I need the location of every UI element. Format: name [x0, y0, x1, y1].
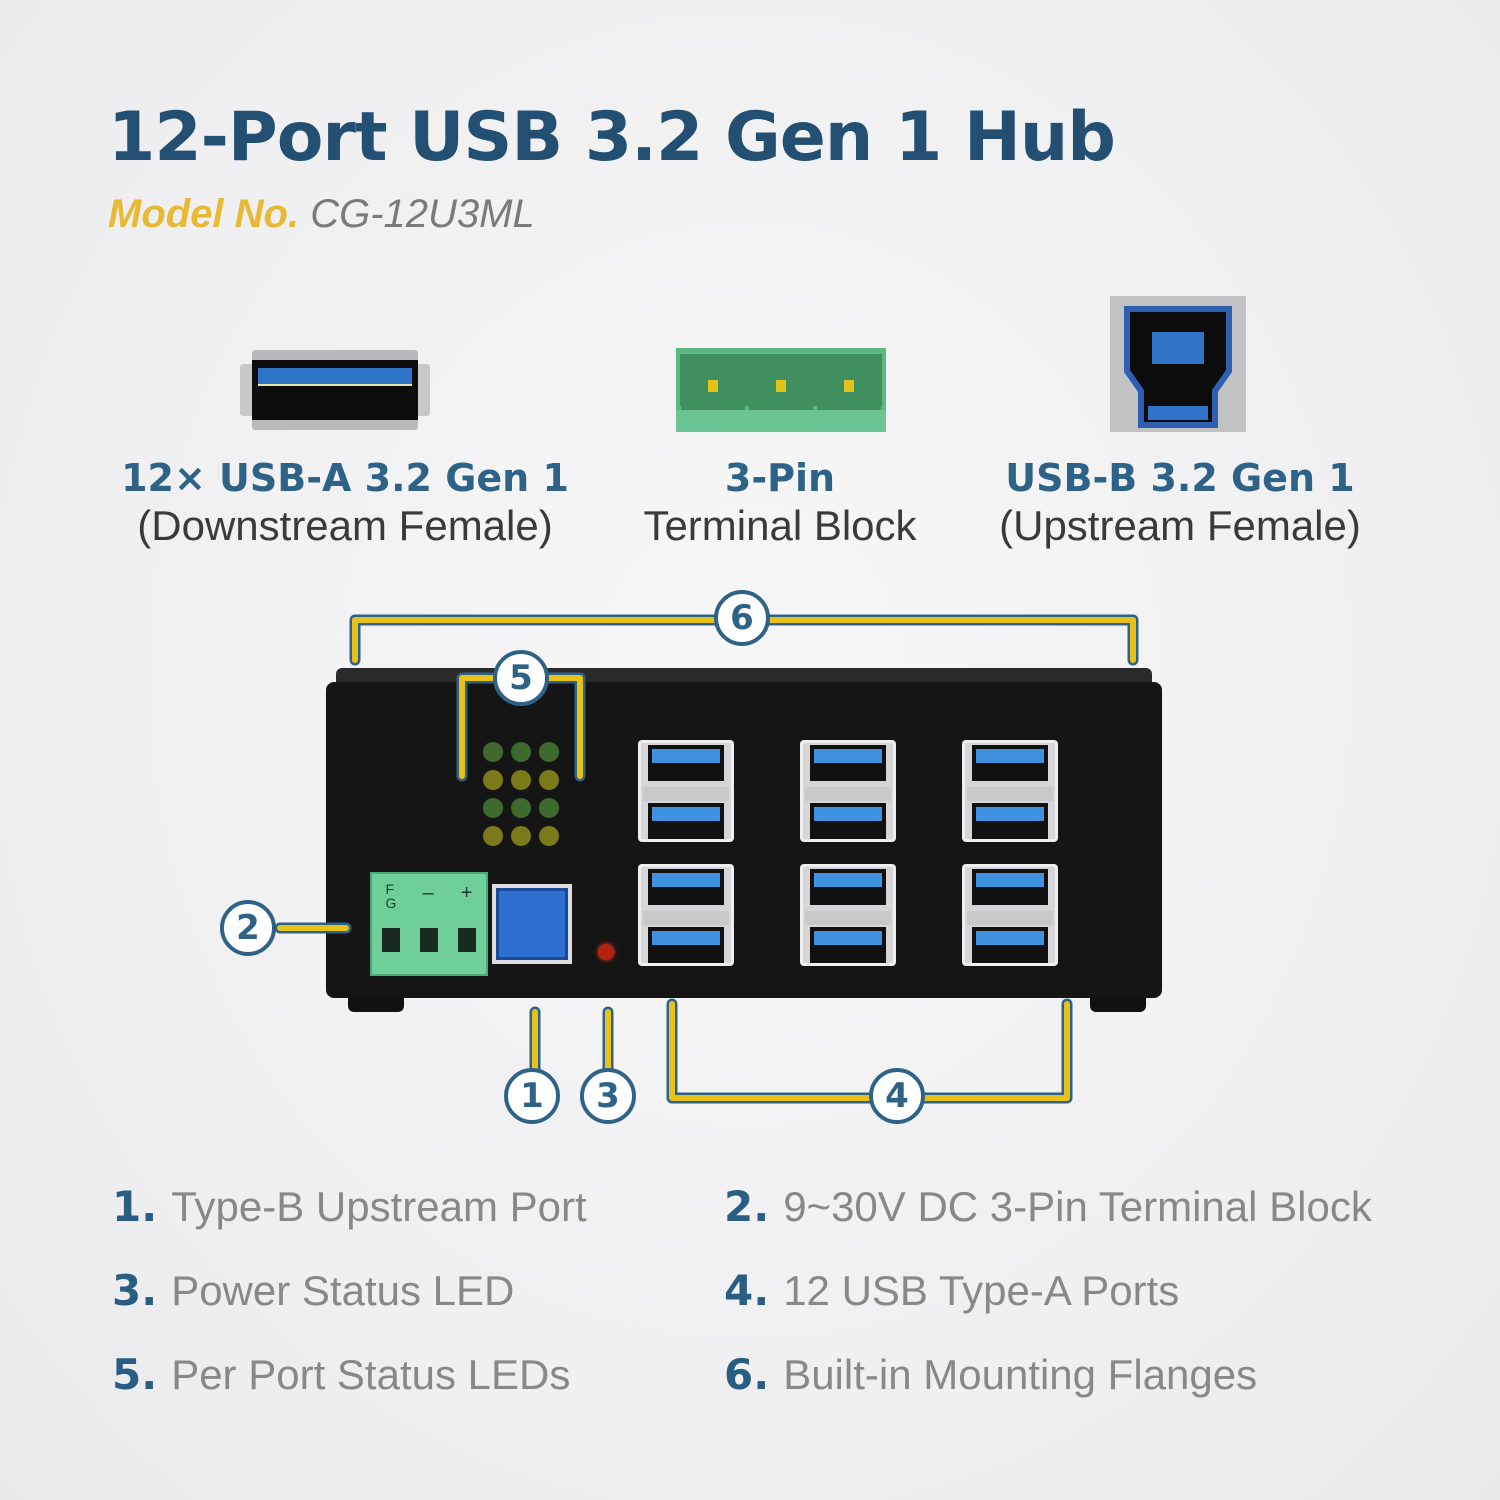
usb-a-port-pair[interactable]: [638, 740, 734, 842]
legend-text: Per Port Status LEDs: [171, 1351, 571, 1398]
terminal-label-plus: +: [460, 882, 473, 904]
usb-a-port-pair[interactable]: [800, 740, 896, 842]
legend-item-1: 1. Type-B Upstream Port: [112, 1182, 587, 1231]
usb-a-port-icon: [240, 350, 430, 430]
legend-number: 4.: [724, 1266, 770, 1315]
terminal-block: FG – +: [370, 872, 488, 976]
callout-5: 5: [493, 650, 549, 706]
terminal-block-icon: [676, 348, 886, 432]
connector-heading: 12× USB-A 3.2 Gen 1: [121, 456, 569, 500]
legend-number: 1.: [112, 1182, 158, 1231]
legend-text: 9~30V DC 3-Pin Terminal Block: [783, 1183, 1372, 1230]
connector-subtitle: Terminal Block: [643, 502, 917, 549]
usb-b-port-icon: [1110, 296, 1246, 432]
power-status-led: [598, 944, 614, 960]
usb-hub-device: FG – +: [326, 668, 1162, 1013]
legend-number: 2.: [724, 1182, 770, 1231]
connector-heading: USB-B 3.2 Gen 1: [1005, 456, 1355, 500]
legend-item-5: 5. Per Port Status LEDs: [112, 1350, 570, 1399]
legend-text: 12 USB Type-A Ports: [783, 1267, 1180, 1314]
model-number: Model No. CG-12U3ML: [108, 192, 535, 237]
legend-number: 5.: [112, 1350, 158, 1399]
page-title: 12-Port USB 3.2 Gen 1 Hub: [108, 98, 1116, 177]
legend-item-4: 4. 12 USB Type-A Ports: [724, 1266, 1179, 1315]
connector-terminal: 3-Pin Terminal Block: [610, 455, 950, 551]
usb-a-port-pair[interactable]: [638, 864, 734, 966]
callout-3: 3: [580, 1068, 636, 1124]
callout-4: 4: [869, 1068, 925, 1124]
connector-subtitle: (Upstream Female): [999, 502, 1361, 549]
legend-text: Built-in Mounting Flanges: [783, 1351, 1258, 1398]
callout-1: 1: [504, 1068, 560, 1124]
connector-usb-a: 12× USB-A 3.2 Gen 1 (Downstream Female): [100, 455, 590, 551]
legend-item-2: 2. 9~30V DC 3-Pin Terminal Block: [724, 1182, 1372, 1231]
usb-a-port-pair[interactable]: [962, 864, 1058, 966]
legend-number: 3.: [112, 1266, 158, 1315]
usb-a-port-pair[interactable]: [800, 864, 896, 966]
legend-text: Type-B Upstream Port: [171, 1183, 587, 1230]
callout-2: 2: [220, 900, 276, 956]
legend-item-3: 3. Power Status LED: [112, 1266, 514, 1315]
terminal-label-fg: FG: [385, 881, 397, 911]
terminal-label-minus: –: [422, 882, 434, 904]
legend-number: 6.: [724, 1350, 770, 1399]
model-label: Model No.: [108, 192, 300, 236]
callout-6: 6: [714, 590, 770, 646]
connector-subtitle: (Downstream Female): [137, 502, 553, 549]
terminal-labels: FG – +: [372, 882, 486, 910]
legend-item-6: 6. Built-in Mounting Flanges: [724, 1350, 1257, 1399]
model-value: CG-12U3ML: [310, 192, 535, 236]
connector-usb-b: USB-B 3.2 Gen 1 (Upstream Female): [970, 455, 1390, 551]
legend-text: Power Status LED: [171, 1267, 515, 1314]
usb-b-upstream-port[interactable]: [492, 884, 572, 964]
port-status-leds: [483, 742, 559, 846]
connector-heading: 3-Pin: [724, 456, 836, 500]
usb-a-port-pair[interactable]: [962, 740, 1058, 842]
